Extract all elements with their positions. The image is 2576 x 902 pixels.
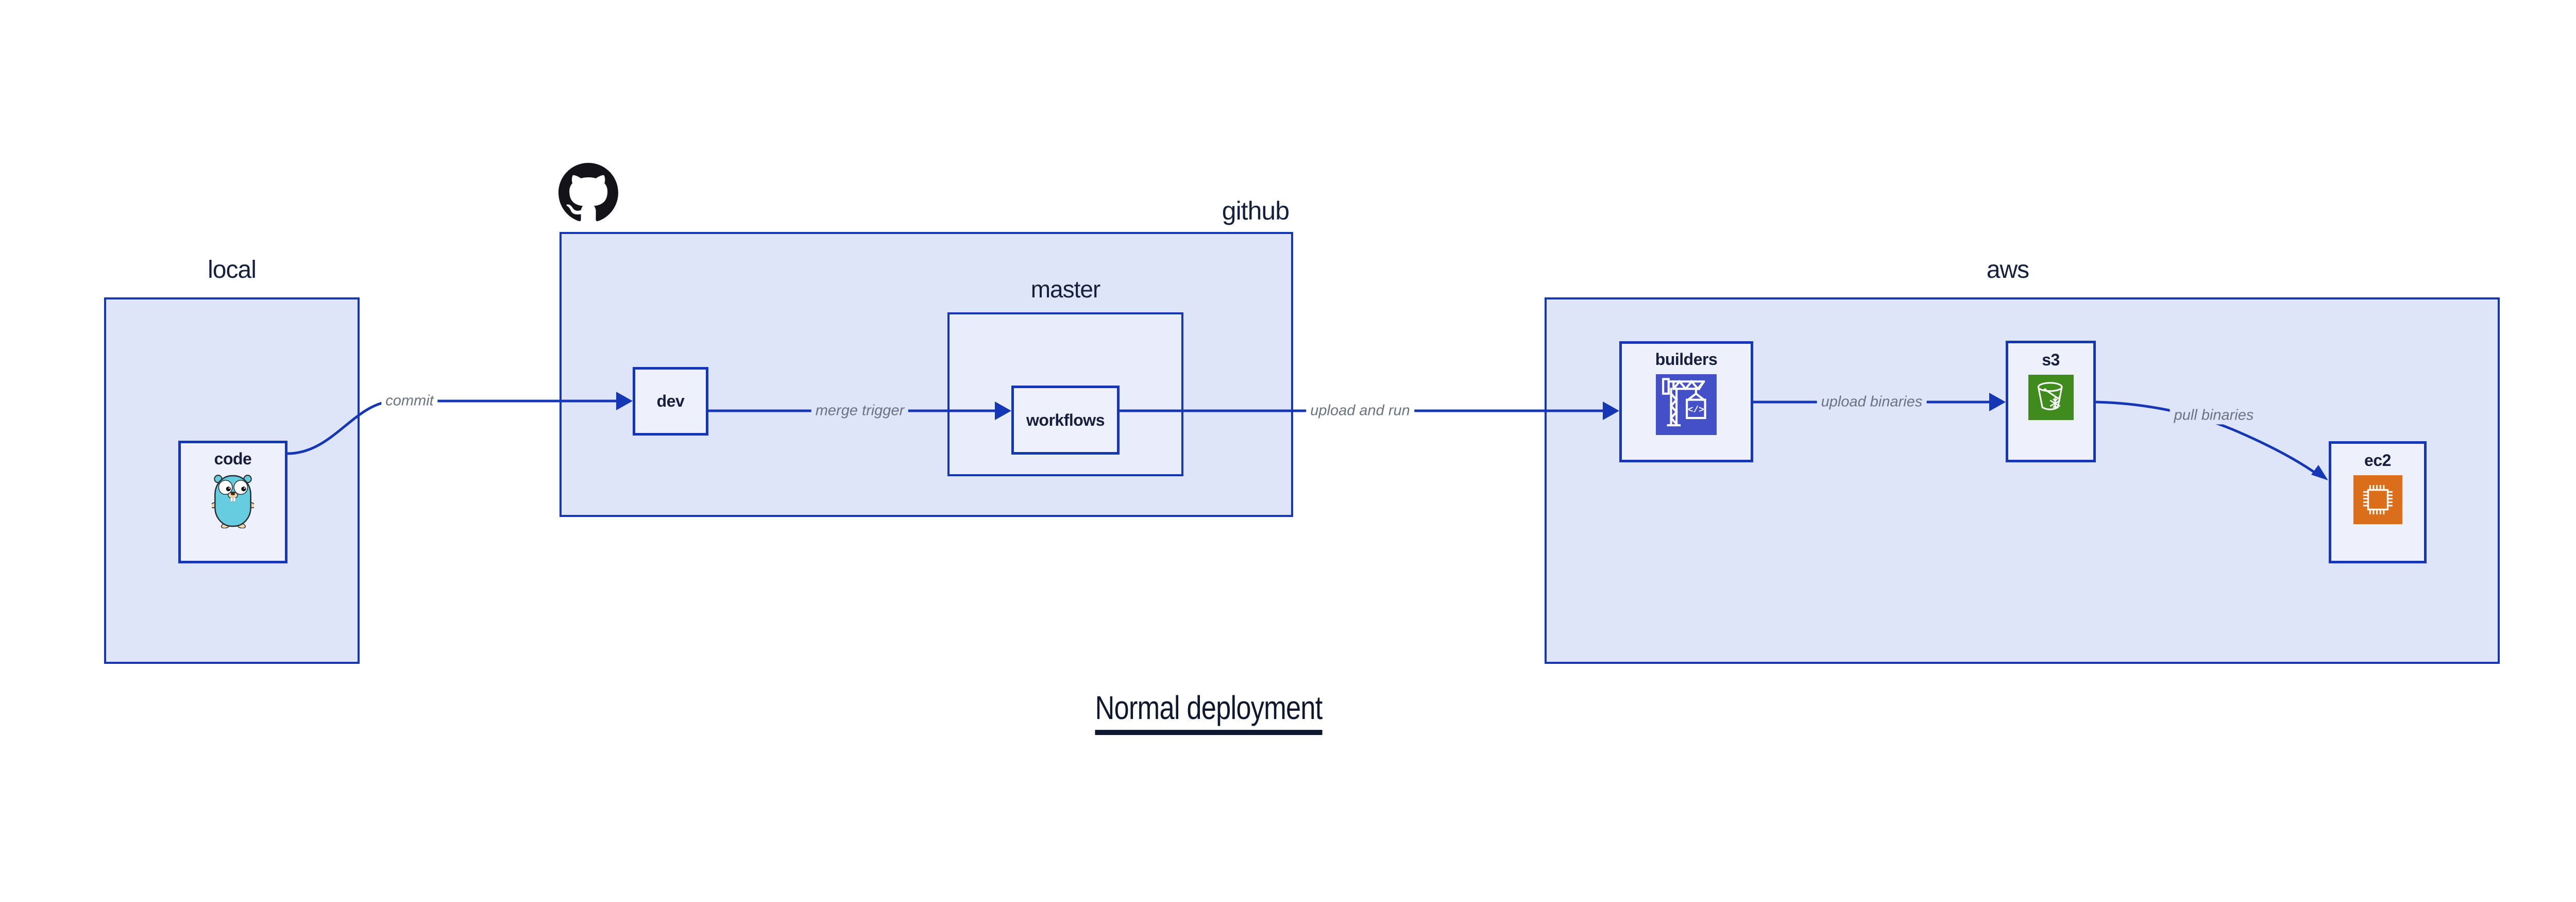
node-code: code (178, 441, 287, 563)
aws-container-label: aws (1986, 256, 2029, 283)
node-code-label: code (214, 449, 252, 468)
node-dev: dev (633, 367, 708, 436)
github-container-label: github (1222, 196, 1290, 225)
node-s3-label: s3 (2042, 350, 2060, 369)
ec2-chip-icon (2353, 475, 2403, 524)
edge-label-pull-binaries: pull binaries (2170, 406, 2258, 425)
codebuild-crane-icon: </> (1655, 374, 1717, 435)
github-octocat-icon (558, 163, 618, 222)
node-workflows-label: workflows (1026, 410, 1105, 429)
node-s3: s3 (2006, 341, 2096, 462)
edge-label-merge-trigger: merge trigger (811, 402, 909, 420)
node-builders-label: builders (1655, 350, 1718, 369)
node-ec2-label: ec2 (2364, 451, 2391, 470)
edge-label-upload-binaries: upload binaries (1817, 393, 1927, 411)
diagram-title: Normal deployment (1095, 689, 1323, 735)
master-subgraph-label: master (1030, 276, 1101, 303)
go-gopher-icon (212, 474, 254, 528)
edge-label-commit: commit (381, 392, 438, 410)
node-ec2: ec2 (2329, 441, 2427, 563)
svg-text:</>: </> (1688, 405, 1704, 415)
local-container-label: local (208, 256, 257, 283)
node-workflows: workflows (1011, 386, 1120, 455)
s3-bucket-snowflake-icon (2028, 375, 2074, 420)
node-builders: builders </> (1619, 341, 1753, 462)
node-dev-label: dev (656, 392, 685, 410)
edge-label-upload-and-run: upload and run (1306, 402, 1414, 420)
